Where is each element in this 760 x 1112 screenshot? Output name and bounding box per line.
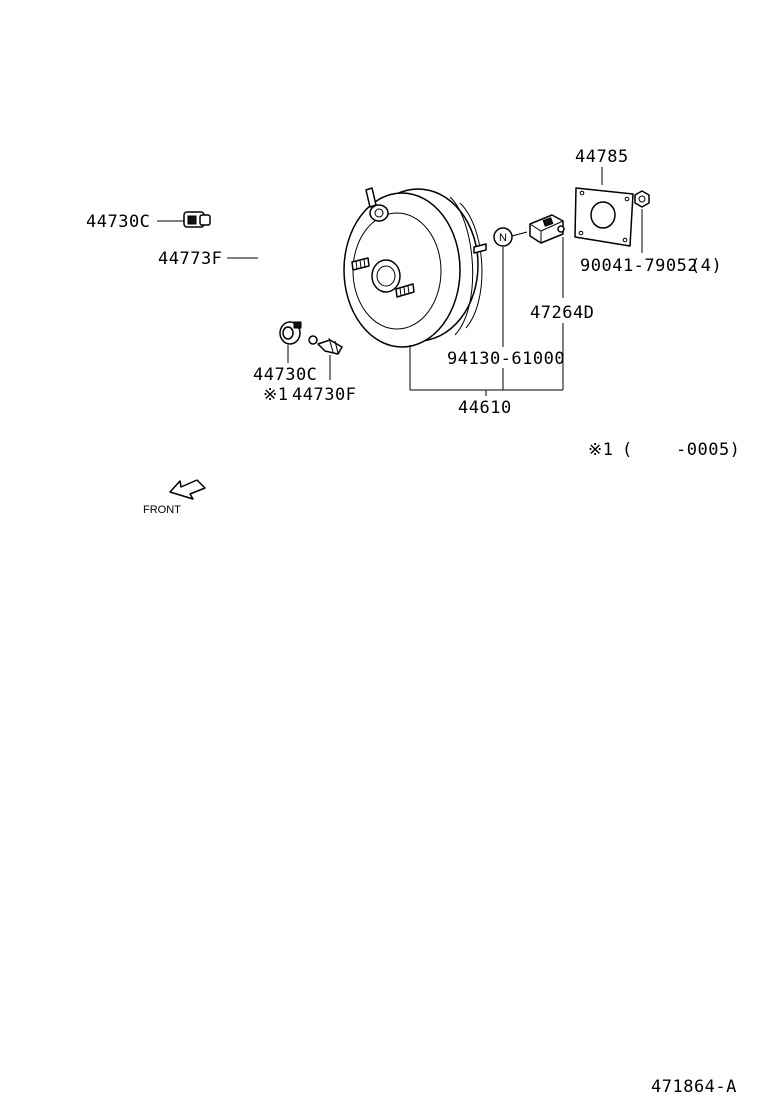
clevis[interactable] (529, 214, 565, 244)
label-90041-79052[interactable]: 90041-79052 (580, 256, 698, 276)
check-valve[interactable] (308, 335, 343, 355)
booster-vacuum-port[interactable] (365, 187, 389, 222)
clevis-nut[interactable]: N (493, 227, 513, 247)
brake-booster[interactable] (343, 187, 487, 348)
clevis-nut-symbol: N (499, 232, 507, 244)
vacuum-hose[interactable] (184, 155, 285, 337)
booster-studs (351, 257, 415, 298)
front-label: FRONT (143, 504, 181, 516)
label-44730f[interactable]: 44730F (292, 385, 356, 405)
booster-gasket[interactable] (574, 187, 634, 247)
label-44785[interactable]: 44785 (575, 147, 629, 167)
figure-reference: 471864-A (651, 1077, 737, 1097)
upper-hose-clamp[interactable] (183, 211, 211, 228)
booster-mounting-nut[interactable] (634, 190, 650, 208)
front-direction-arrow: FRONT (143, 479, 206, 516)
label-94130-61000[interactable]: 94130-61000 (447, 349, 565, 369)
label-nut-quantity: (4) (690, 256, 722, 276)
front-arrow-icon (169, 479, 206, 500)
footnote-open-paren: ( (622, 440, 633, 460)
footnote-mark: ※1 (588, 440, 613, 460)
label-44730c-upper[interactable]: 44730C (86, 212, 150, 232)
lower-hose-clamp[interactable] (279, 321, 302, 345)
label-44610[interactable]: 44610 (458, 398, 512, 418)
label-44730f-mark: ※1 (263, 385, 288, 405)
label-47264d[interactable]: 47264D (530, 303, 594, 323)
leader-lines (157, 167, 643, 396)
label-44730c-lower[interactable]: 44730C (253, 365, 317, 385)
applicability-footnote: ※1 ( -0005) (588, 440, 740, 460)
label-44773f[interactable]: 44773F (158, 249, 222, 269)
footnote-range: -0005) (676, 440, 740, 460)
